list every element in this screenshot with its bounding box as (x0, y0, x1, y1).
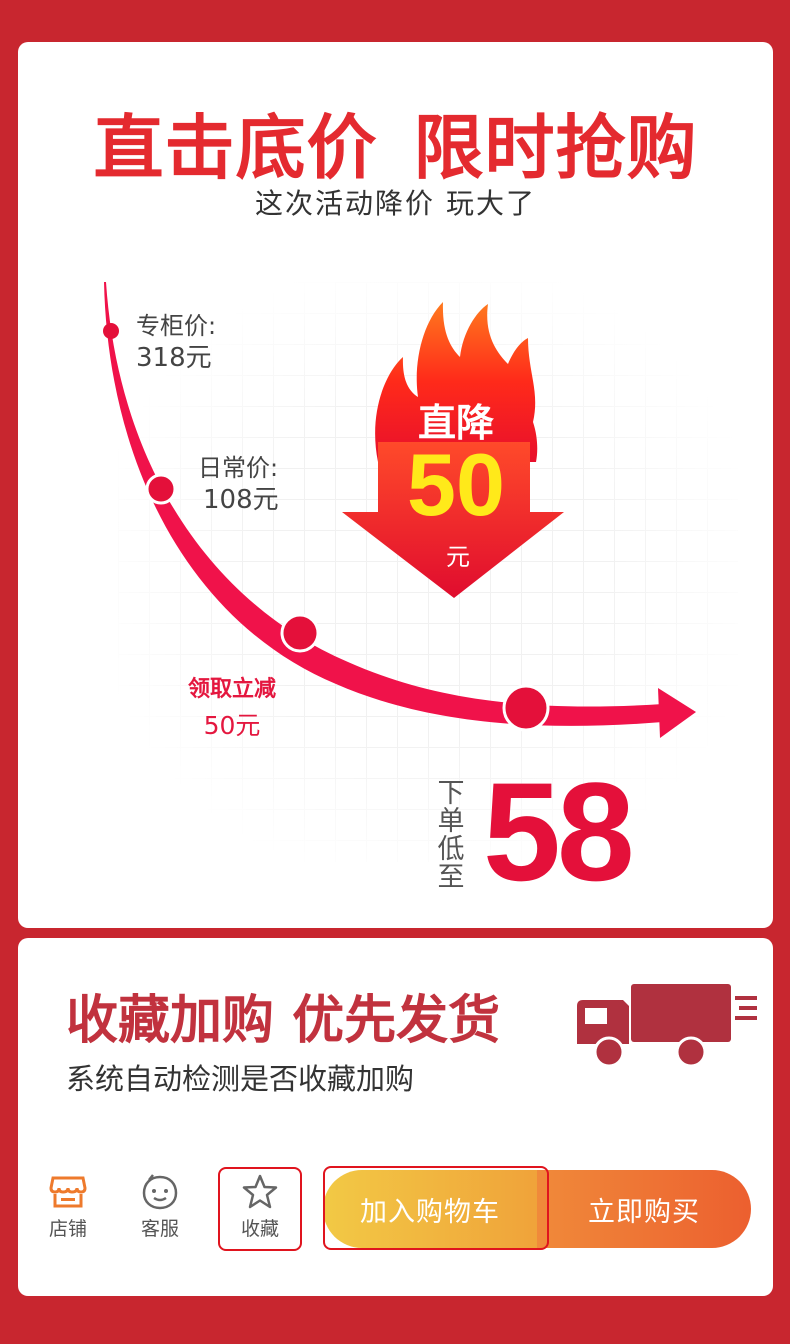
coupon-label-text: 领取立减 (188, 677, 277, 702)
truck-icon (577, 984, 757, 1068)
flame-icon (375, 302, 538, 462)
price-banner-card: 直击底价限时抢购 这次活动降价 玩大了 专柜价 (18, 42, 773, 928)
promo-card: 收藏加购 优先发货 系统自动检测是否收藏加购 店铺 客服 收 (18, 938, 773, 1296)
promo-subtitle: 系统自动检测是否收藏加购 (66, 1062, 415, 1096)
drop-badge-amount: 50 (407, 435, 505, 534)
daily-price-label: 日常价: 108元 (198, 452, 279, 516)
headline-right: 限时抢购 (413, 107, 698, 189)
nav-shop-label: 店铺 (48, 1218, 87, 1240)
final-price-label: 下单低至 (437, 778, 465, 893)
service-icon (142, 1174, 178, 1210)
nav-service-label: 客服 (140, 1218, 179, 1240)
price-drop-curve (103, 282, 696, 738)
action-button-bar: 加入购物车 立即购买 (323, 1170, 751, 1248)
counter-price-label: 专柜价: 318元 (136, 310, 216, 374)
point-final (502, 684, 550, 732)
star-icon (242, 1174, 278, 1209)
nav-favorite-label: 收藏 (240, 1218, 279, 1240)
promo-title: 收藏加购 优先发货 (66, 991, 501, 1051)
headline-left: 直击底价 (93, 107, 378, 189)
banner-headline: 直击底价限时抢购 (18, 92, 773, 193)
point-daily (145, 473, 177, 505)
down-arrow-shape (342, 442, 564, 598)
shop-icon (49, 1176, 87, 1208)
counter-price-text: 318元 (136, 343, 212, 373)
daily-price-text: 108元 (203, 485, 279, 515)
daily-label-text: 日常价: (198, 454, 279, 482)
banner-subhead: 这次活动降价 玩大了 (255, 187, 536, 220)
counter-label-text: 专柜价: (136, 312, 217, 340)
coupon-label: 领取立减 50元 (188, 674, 276, 742)
final-price-value: 58 (483, 753, 635, 910)
point-counter (103, 323, 119, 339)
curve-arrow-head (658, 688, 696, 738)
drop-badge-unit: 元 (446, 543, 470, 571)
nav-favorite[interactable]: 收藏 (227, 1174, 293, 1241)
favorite-highlight-box (218, 1167, 302, 1251)
point-coupon (280, 613, 320, 653)
nav-service[interactable]: 客服 (127, 1174, 193, 1241)
nav-shop[interactable]: 店铺 (35, 1174, 101, 1241)
add-to-cart-button[interactable]: 加入购物车 (323, 1170, 537, 1248)
curve-line (104, 282, 663, 726)
drop-badge-title: 直降 (417, 401, 494, 445)
coupon-amount-text: 50元 (203, 711, 261, 740)
buy-now-button[interactable]: 立即购买 (537, 1170, 751, 1248)
cart-highlight-box (323, 1166, 549, 1250)
